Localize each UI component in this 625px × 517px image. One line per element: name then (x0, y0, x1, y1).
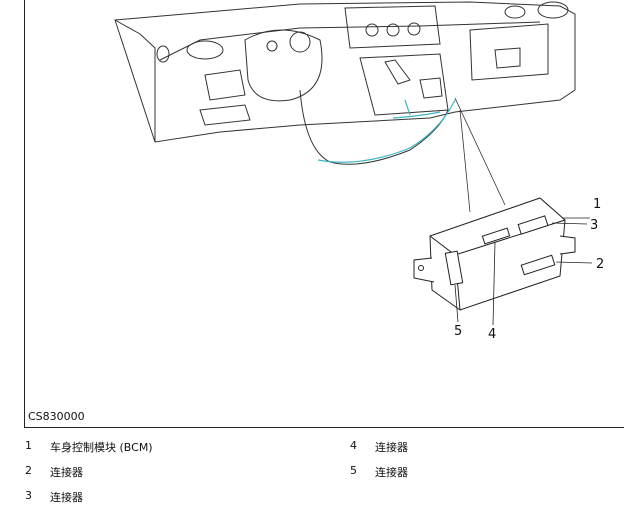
diagram-frame (24, 0, 624, 428)
dashboard-outline (114, 1, 576, 165)
callout-leaders (454, 217, 593, 326)
connector-4 (481, 227, 511, 245)
wiring-harness (317, 99, 456, 163)
callout-5: 5 (454, 324, 462, 339)
callout-2: 2 (596, 257, 604, 272)
callout-3: 3 (590, 218, 598, 233)
bcm-location-illustration: 1 2 3 4 5 (114, 1, 604, 342)
connector-5 (444, 250, 464, 286)
callout-1: 1 (593, 197, 601, 212)
bcm-module (413, 197, 576, 311)
figure-code: CS830000 (28, 410, 85, 423)
leader-lines (454, 97, 506, 213)
connector-2 (520, 254, 556, 276)
callout-4: 4 (488, 327, 496, 342)
connector-3 (517, 215, 549, 235)
